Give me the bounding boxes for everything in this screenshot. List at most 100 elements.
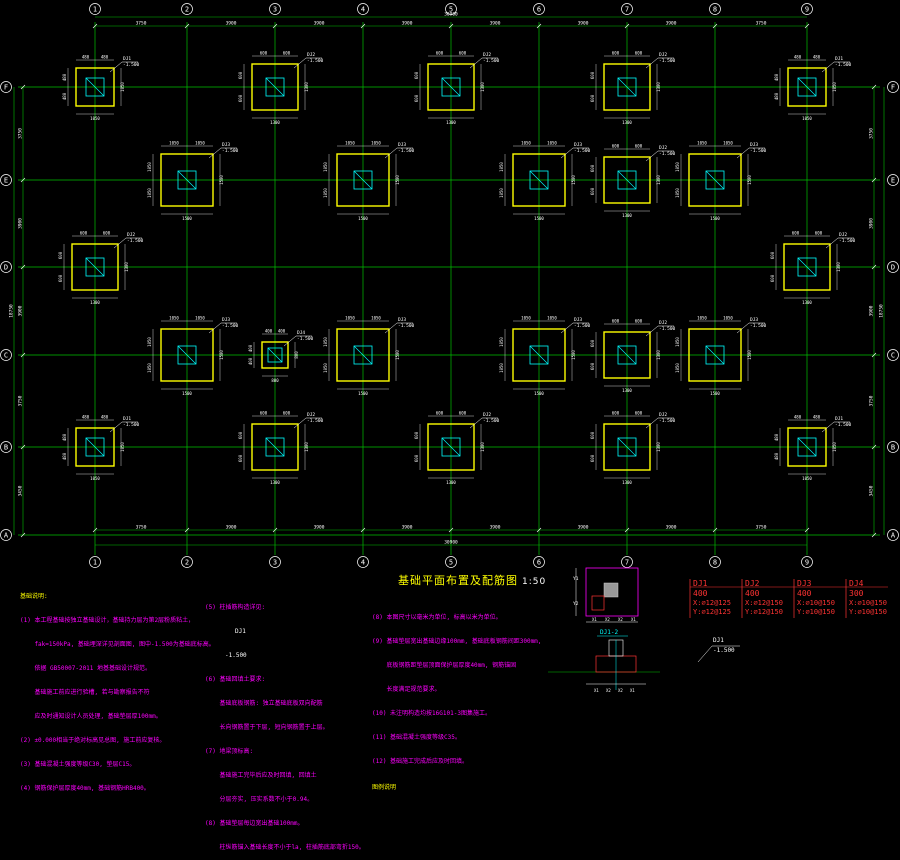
- footing-dim-text: 480: [774, 73, 779, 81]
- footing-label: DJ1: [123, 416, 131, 422]
- footing-dim-text: 600: [635, 51, 643, 56]
- notes-left-line: fak=150kPa, 基础埋深详见剖面图, 图中-1.500为基础底标高。: [20, 641, 215, 648]
- footing-label: DJ2: [659, 412, 667, 418]
- dim-tick: [20, 532, 26, 538]
- dim-text: 3900: [666, 525, 677, 531]
- footing-dim-text: 600: [238, 94, 243, 102]
- axis-bubble: [357, 3, 369, 15]
- footing-label: DJ3: [750, 317, 758, 323]
- column-diagonal: [705, 345, 725, 365]
- column-box: [705, 170, 725, 190]
- footing-dim-text: 1050: [323, 162, 328, 172]
- footing-dim-text: 600: [283, 411, 291, 416]
- dim-text: 3900: [402, 21, 413, 27]
- footing-dim-text: 600: [238, 454, 243, 462]
- detail-rebar: [591, 595, 605, 611]
- detail-section-dim-text: X2: [606, 688, 611, 693]
- footing-leader: [293, 417, 322, 429]
- footing-label: DJ3: [574, 317, 582, 323]
- axis-bubble-label: 8: [713, 6, 717, 14]
- footing-outline: [512, 153, 566, 207]
- footing-dim-text: 600: [260, 51, 268, 56]
- footing-dim-text: 600: [414, 71, 419, 79]
- footing-dim-text: 600: [459, 411, 467, 416]
- footing-dim-text: 1300: [656, 442, 661, 452]
- footing-label: DJ3: [574, 142, 582, 148]
- footing-elevation: -1.500: [574, 148, 591, 154]
- column-diagonal: [441, 437, 461, 457]
- footing-dim-text: 1050: [675, 337, 680, 347]
- footing-dim-text: 1050: [802, 116, 812, 121]
- table-header: DJ3: [797, 579, 812, 588]
- axis-bubble: [887, 174, 899, 186]
- footing-dim-text: 1500: [219, 175, 224, 185]
- footing-dim-text: 1500: [747, 350, 752, 360]
- footing-outline: [603, 156, 651, 204]
- footing-dim-text: 600: [436, 51, 444, 56]
- dim-total-text: 30900: [444, 540, 458, 546]
- footing-dim-text: 1050: [723, 141, 733, 146]
- column-box: [85, 77, 105, 97]
- dim-total-text: 18750: [9, 304, 15, 318]
- footing-elevation: -1.500: [574, 323, 591, 329]
- detail-column-fill: [603, 582, 619, 598]
- footing-label: DJ2: [839, 232, 847, 238]
- column-box: [265, 437, 285, 457]
- footing-leader: [645, 57, 674, 69]
- axis-bubble: [887, 349, 899, 361]
- footing-dim-text: 1050: [147, 363, 152, 373]
- footing-dim-text: 600: [414, 431, 419, 439]
- axis-bubble: [269, 3, 281, 15]
- dim-text: 3750: [136, 525, 147, 531]
- axis-bubble-label: 1: [93, 6, 97, 14]
- axis-bubble-label: A: [4, 532, 9, 540]
- axis-bubble: [0, 81, 12, 93]
- footing-label: DJ3: [398, 317, 406, 323]
- footing-elevation: -1.500: [222, 323, 239, 329]
- footing-dim-text: 1050: [499, 188, 504, 198]
- column-box: [441, 437, 461, 457]
- detail-title: DJ1-2: [600, 629, 618, 636]
- dim-tick: [184, 527, 190, 533]
- detail-dim-text: X2: [605, 617, 610, 622]
- footing-dim-text: 1500: [710, 216, 720, 221]
- column-box: [797, 257, 817, 277]
- axis-bubble: [0, 261, 12, 273]
- dim-tick: [92, 527, 98, 533]
- notes-middle: (5) 柱插筋构造详见: DJ1 -1.500 (6) 基础回填土要求: 基础底…: [205, 588, 365, 860]
- footing-dim-text: 480: [774, 452, 779, 460]
- dim-tick: [804, 527, 810, 533]
- footing-dim-text: 800: [294, 351, 299, 359]
- axis-bubble: [181, 3, 193, 15]
- footing-dim-text: 1050: [675, 188, 680, 198]
- notes-mid-detail-elev: -1.500: [225, 652, 247, 659]
- notes-mid-item: (5) 柱插筋构造详见:: [205, 604, 266, 611]
- footing-dim-text: 480: [101, 55, 109, 60]
- callout-elevation: -1.500: [713, 647, 735, 654]
- footing-label: DJ3: [222, 317, 230, 323]
- footing-label: DJ2: [127, 232, 135, 238]
- footing-dim-text: 1300: [304, 82, 309, 92]
- axis-bubble: [709, 556, 721, 568]
- dim-tick: [448, 527, 454, 533]
- column-box: [529, 170, 549, 190]
- axis-bubble-label: 7: [625, 6, 629, 14]
- column-diagonal: [85, 257, 105, 277]
- footing-dim-text: 1050: [832, 82, 837, 92]
- footing-dim-text: 1050: [195, 141, 205, 146]
- column-box: [177, 345, 197, 365]
- table-header: DJ4: [849, 579, 864, 588]
- axis-bubble-label: 2: [185, 6, 189, 14]
- footing-dim-text: 1050: [499, 337, 504, 347]
- dim-tick: [20, 444, 26, 450]
- footing-dim-text: 1500: [219, 350, 224, 360]
- footing-dim-text: 600: [590, 454, 595, 462]
- footing-dim-text: 1300: [622, 120, 632, 125]
- footing-dim-text: 480: [62, 433, 67, 441]
- axis-bubble: [709, 3, 721, 15]
- footing-dim-text: 1050: [521, 316, 531, 321]
- table-rebar-y: Y:⌀10@150: [849, 608, 887, 616]
- footing-leader: [384, 147, 413, 159]
- dim-text: 3750: [756, 21, 767, 27]
- notes-left-line: (3) 基础混凝土强度等级C30, 垫层C15。: [20, 761, 136, 768]
